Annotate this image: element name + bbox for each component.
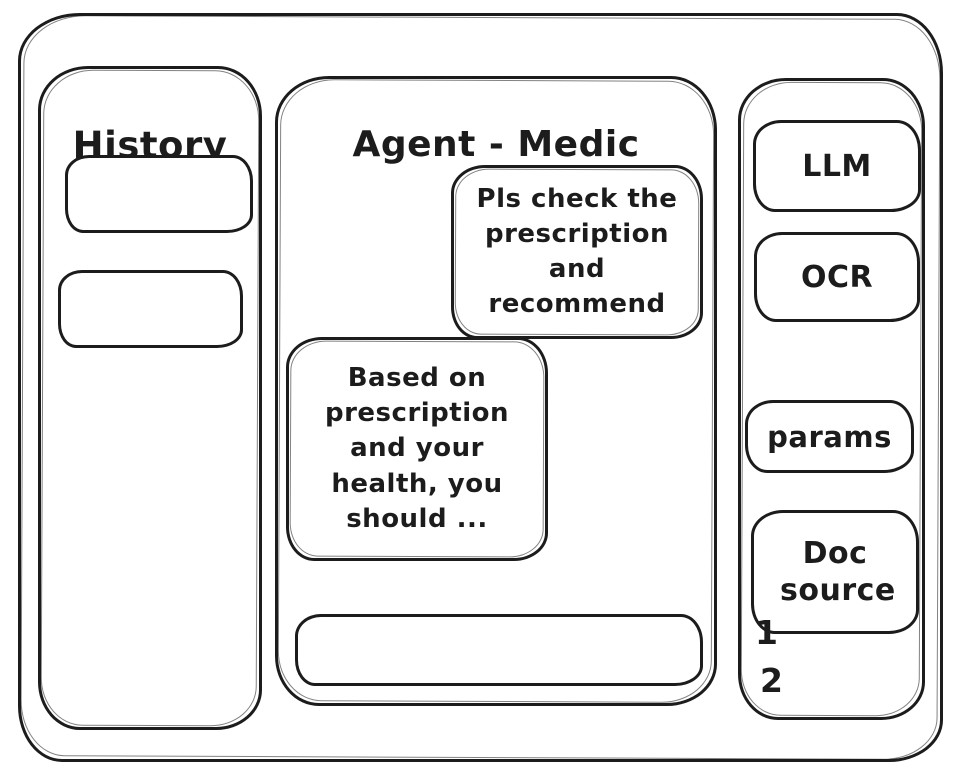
message-input[interactable] [295, 614, 703, 686]
doc-source-item-2[interactable]: 2 [760, 661, 784, 700]
user-message-text: Pls check the prescription and recommend [476, 184, 678, 320]
ocr-button[interactable]: OCR [754, 232, 920, 322]
doc-source-label: Doc source [780, 535, 896, 609]
history-item[interactable] [58, 270, 243, 348]
llm-button[interactable]: LLM [753, 120, 921, 212]
assistant-message-text: Based on prescription and your health, y… [324, 363, 509, 534]
tools-sidebar: LLM OCR params Doc source 1 2 [738, 78, 925, 720]
assistant-message-bubble: Based on prescription and your health, y… [286, 337, 548, 561]
history-item[interactable] [65, 155, 253, 233]
history-sidebar: History [38, 66, 262, 730]
user-message-bubble: Pls check the prescription and recommend [451, 165, 703, 340]
params-button[interactable]: params [745, 400, 914, 473]
chat-panel: Agent - Medic Pls check the prescription… [275, 76, 717, 706]
doc-source-item-1[interactable]: 1 [755, 613, 779, 652]
doc-source-button[interactable]: Doc source [751, 510, 919, 634]
chat-title: Agent - Medic [352, 124, 640, 166]
